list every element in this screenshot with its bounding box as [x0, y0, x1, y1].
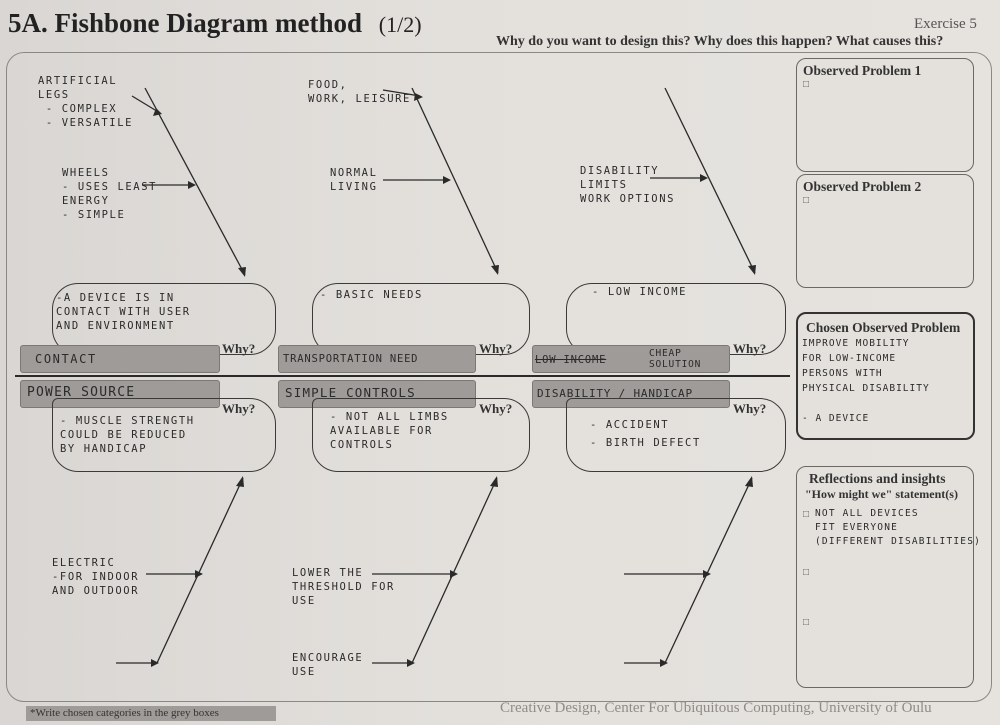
why-label: Why? — [222, 341, 256, 356]
note-normal-living: NORMAL LIVING — [330, 167, 378, 193]
note-artificial-legs: ARTIFICIAL LEGS - COMPLEX - VERSATILE — [38, 75, 134, 129]
arrow-head — [491, 265, 499, 275]
footnote: *Write chosen categories in the grey box… — [26, 706, 276, 721]
note-electric: ELECTRIC -FOR INDOOR AND OUTDOOR — [52, 557, 140, 597]
category-box-transportation[interactable]: TRANSPORTATION NEED — [278, 345, 476, 373]
arrow-head — [660, 659, 668, 667]
category-label: SIMPLE CONTROLS — [285, 385, 416, 400]
arrow-head — [188, 181, 196, 189]
bullet: □ — [803, 617, 810, 628]
reflections-title: Reflections and insights — [809, 471, 946, 486]
arrow-head — [236, 476, 244, 487]
branch-1-top — [144, 87, 246, 276]
arrow-head — [153, 108, 162, 116]
category-label: POWER SOURCE — [27, 385, 136, 400]
note-food-work: FOOD, WORK, LEISURE — [308, 79, 411, 105]
category-box-disability[interactable]: DISABILITY / HANDICAP — [532, 380, 730, 408]
bullet: □ — [803, 79, 810, 90]
why-label: Why? — [479, 341, 513, 356]
note-lower-threshold: LOWER THE THRESHOLD FOR USE — [292, 567, 395, 607]
arrow-head — [450, 570, 458, 578]
observed-problem-2-title: Observed Problem 2 — [803, 179, 922, 194]
note-encourage-use: ENCOURAGE USE — [292, 652, 364, 678]
exercise-label: Exercise 5 — [914, 16, 977, 32]
observed-problem-1-title: Observed Problem 1 — [803, 63, 922, 78]
category-label: TRANSPORTATION NEED — [283, 353, 419, 365]
why-label: Why? — [733, 341, 767, 356]
cause-text-3: - LOW INCOME — [592, 286, 688, 298]
cause-pill-4 — [52, 398, 276, 472]
category-box-contact[interactable]: CONTACT — [20, 345, 220, 373]
cause-text-5: - NOT ALL LIMBS AVAILABLE FOR CONTROLS — [330, 411, 449, 451]
arrow-head — [443, 176, 451, 184]
observed-problem-2-box[interactable]: Observed Problem 2 □ — [796, 174, 974, 288]
page-indicator: (1/2) — [378, 12, 422, 37]
category-label: CONTACT — [35, 352, 97, 366]
why-label: Why? — [479, 401, 513, 416]
arrow-head — [745, 476, 753, 487]
cause-text-1: -A DEVICE IS IN CONTACT WITH USER AND EN… — [56, 292, 191, 332]
cause-pill-6 — [566, 398, 786, 472]
category-box-power-source[interactable]: POWER SOURCE — [20, 380, 220, 408]
arrow-head — [700, 174, 708, 182]
why-label: Why? — [222, 401, 256, 416]
bullet: □ — [803, 195, 810, 206]
title-text: 5A. Fishbone Diagram method — [8, 8, 363, 38]
tick-3 — [382, 89, 421, 97]
arrow-head — [238, 267, 246, 277]
diagram-frame — [6, 52, 992, 702]
chosen-problem-title: Chosen Observed Problem — [806, 320, 961, 335]
chosen-problem-box[interactable]: Chosen Observed Problem IMPROVE MOBILITY… — [796, 312, 975, 440]
branch-3-bottom — [664, 477, 753, 664]
reflections-box[interactable]: Reflections and insights "How might we" … — [796, 466, 980, 688]
branch-1-bottom — [156, 477, 244, 664]
page-title: 5A. Fishbone Diagram method (1/2) — [8, 8, 422, 39]
bullet: □ — [803, 509, 810, 520]
branch-2-bottom — [411, 477, 498, 664]
branch-2-top — [411, 87, 499, 274]
category-label-struck: LOW INCOME — [535, 354, 607, 366]
reflections-subtitle: "How might we" statement(s) — [805, 487, 958, 501]
arrow-head — [414, 93, 423, 101]
cause-text-4: - MUSCLE STRENGTH COULD BE REDUCED BY HA… — [60, 415, 195, 455]
category-box-simple-controls[interactable]: SIMPLE CONTROLS — [278, 380, 476, 408]
arrow-head — [151, 659, 159, 667]
bullet: □ — [803, 567, 810, 578]
category-label: DISABILITY / HANDICAP — [537, 387, 693, 400]
arrow-head — [407, 659, 415, 667]
credits: Creative Design, Center For Ubiquitous C… — [500, 700, 932, 716]
category-label: CHEAP SOLUTION — [649, 348, 702, 370]
why-label: Why? — [733, 401, 767, 416]
arrow-head — [490, 476, 498, 487]
cause-text-2: - BASIC NEEDS — [320, 289, 423, 301]
arrow-head — [195, 570, 203, 578]
note-wheels: WHEELS - USES LEAST ENERGY - SIMPLE — [62, 167, 158, 221]
note-disability-limits: DISABILITY LIMITS WORK OPTIONS — [580, 165, 676, 205]
arrow-head — [748, 265, 756, 275]
category-box-low-income[interactable]: LOW INCOME CHEAP SOLUTION — [532, 345, 730, 373]
chosen-problem-text: IMPROVE MOBILITY FOR LOW-INCOME PERSONS … — [802, 338, 930, 424]
cause-text-6: - ACCIDENT - BIRTH DEFECT — [590, 419, 701, 449]
reflections-text: NOT ALL DEVICES FIT EVERYONE (DIFFERENT … — [815, 508, 982, 547]
subtitle: Why do you want to design this? Why does… — [496, 34, 944, 49]
cause-pill-5 — [312, 398, 530, 472]
branch-3-top — [664, 87, 756, 274]
observed-problem-1-box[interactable]: Observed Problem 1 □ — [796, 58, 974, 172]
arrow-head — [703, 570, 711, 578]
